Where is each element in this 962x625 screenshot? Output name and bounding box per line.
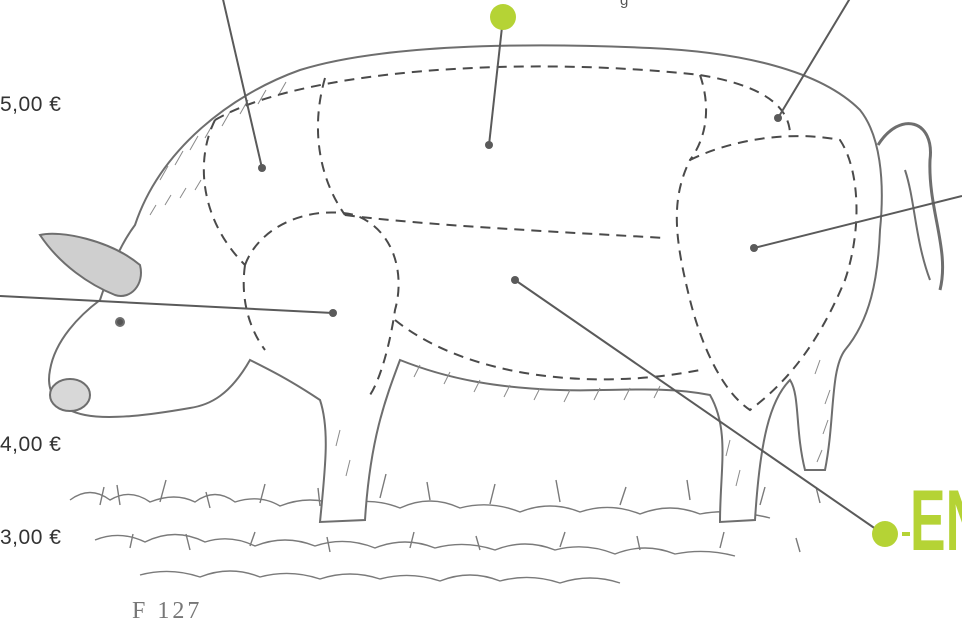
headline-fragment: EN	[910, 478, 962, 564]
price-bottom: 3,00 €	[0, 526, 61, 550]
top-text-fragment: g	[620, 0, 628, 9]
accent-dot-top[interactable]	[490, 4, 516, 30]
grass-illustration	[70, 474, 820, 583]
price-top: 5,00 €	[0, 93, 61, 117]
price-middle: 4,00 €	[0, 433, 61, 457]
accent-dot-bottom[interactable]	[872, 521, 898, 547]
figure-caption: F 127	[132, 598, 202, 625]
